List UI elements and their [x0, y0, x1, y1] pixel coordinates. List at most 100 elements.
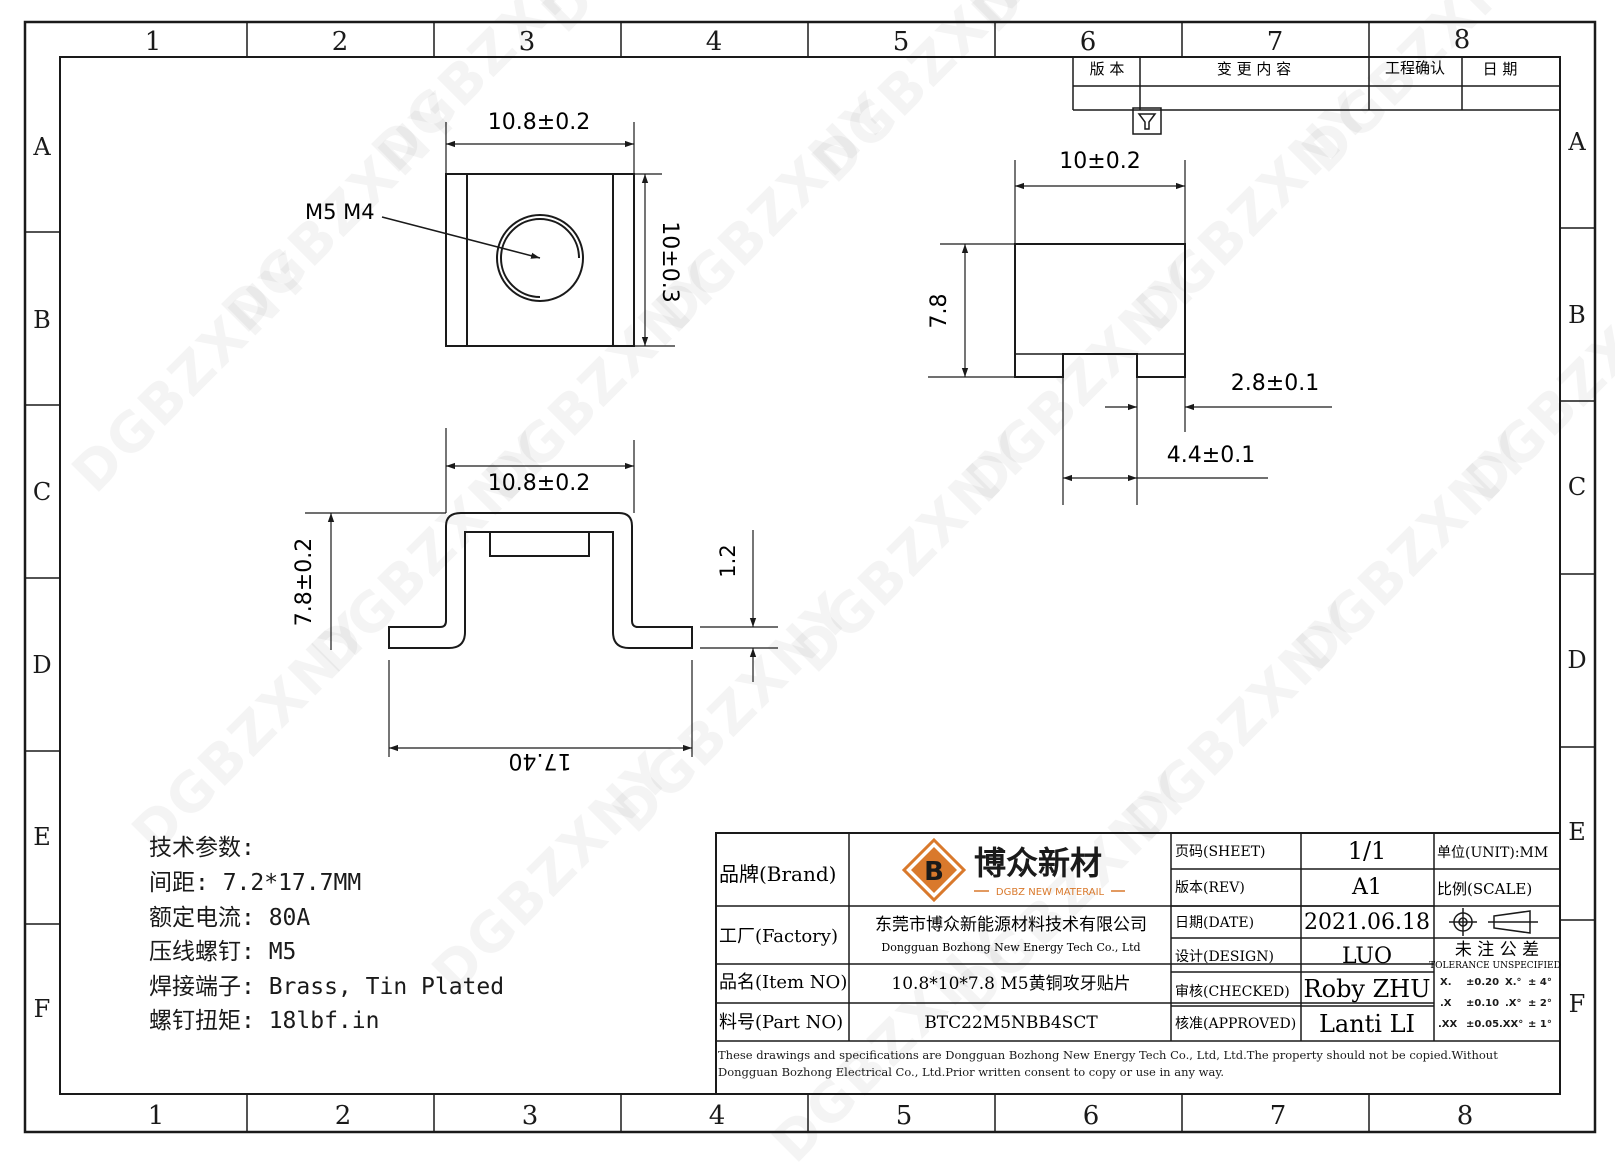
checked-label: 审核(CHECKED)	[1175, 984, 1290, 1000]
item-label: 品名(Item NO)	[719, 972, 847, 993]
logo-cn: 博众新材	[974, 844, 1102, 882]
spec-line: 螺钉扭矩: 18lbf.in	[149, 1008, 379, 1034]
row-label-B: B	[1568, 301, 1586, 329]
col-label-2: 2	[335, 1101, 352, 1131]
tolerance-cell: X.°	[1505, 977, 1522, 988]
part-label: 料号(Part NO)	[719, 1012, 843, 1033]
col-label-6: 6	[1080, 27, 1097, 57]
front-thickness-label: 1.2	[716, 544, 740, 577]
front-length-dimension	[388, 660, 693, 757]
side-slot-dimension	[1105, 377, 1332, 505]
tolerance-cell: ± 2°	[1528, 998, 1552, 1009]
top-width-dimension	[445, 122, 635, 174]
col-label-7: 7	[1270, 1101, 1287, 1131]
part-value: BTC22M5NBB4SCT	[924, 1013, 1098, 1033]
side-offset-label: 4.4±0.1	[1167, 443, 1255, 468]
tolerance-cell: .X°	[1505, 998, 1522, 1009]
column-labels-bottom: 1 2 3 4 5 6 7 8	[148, 1101, 1474, 1131]
rev-label: 版本(REV)	[1175, 880, 1245, 896]
row-labels-left: A B C D E F	[32, 133, 51, 1023]
revision-block: 版 本 变 更 内 容 工程确认 日 期	[1072, 57, 1560, 135]
front-thickness-dimension	[700, 530, 778, 682]
col-label-1: 1	[145, 27, 162, 57]
technical-specs: 技术参数: 间距: 7.2*17.7MM 额定电流: 80A 压线螺钉: M5 …	[149, 835, 504, 1034]
col-label-8: 8	[1454, 25, 1471, 55]
side-height-dimension	[928, 243, 1015, 378]
scale-label: 比例(SCALE)	[1437, 880, 1532, 898]
row-label-F: F	[34, 995, 51, 1023]
company-logo-icon: B	[901, 837, 967, 903]
tolerance-cell: X.	[1440, 977, 1452, 988]
row-label-C: C	[1568, 473, 1586, 501]
row-label-D: D	[1567, 646, 1586, 674]
thread-leader-line	[381, 216, 541, 259]
col-label-2: 2	[332, 27, 349, 57]
col-label-3: 3	[522, 1101, 539, 1131]
sheet-value: 1/1	[1348, 837, 1387, 865]
tolerance-subtitle: TOLERANCE UNSPECIFIED	[1429, 961, 1561, 971]
side-width-dimension	[1014, 160, 1186, 244]
side-view-outline	[1014, 243, 1186, 378]
col-label-4: 4	[709, 1101, 726, 1131]
specs-title: 技术参数:	[149, 835, 255, 861]
tolerance-table: X. ±0.20 X.° ± 4° .X ±0.10 .X° ± 2° .XX …	[1438, 977, 1552, 1030]
unit-label: 单位(UNIT):MM	[1437, 845, 1548, 861]
rev-change-label: 变 更 内 容	[1217, 60, 1291, 78]
approved-value: Lanti LI	[1319, 1010, 1415, 1038]
factory-label: 工厂(Factory)	[719, 926, 838, 947]
row-label-E: E	[33, 823, 51, 851]
projection-symbol-icon	[1132, 107, 1162, 135]
svg-text:B: B	[924, 857, 944, 887]
spec-line: 焊接端子: Brass, Tin Plated	[149, 974, 504, 1000]
col-label-4: 4	[706, 27, 723, 57]
side-slot-label: 2.8±0.1	[1231, 371, 1319, 396]
design-label: 设计(DESIGN)	[1175, 949, 1274, 965]
thread-label: M5 M4	[305, 200, 375, 224]
front-height-label: 7.8±0.2	[292, 538, 317, 626]
row-labels-right: A B C D E F	[1567, 128, 1586, 1018]
top-height-dimension	[634, 173, 675, 347]
col-label-5: 5	[896, 1101, 913, 1131]
top-view: 10.8±0.2 10±0.3 M5 M4	[305, 110, 682, 347]
date-label: 日期(DATE)	[1175, 915, 1254, 931]
col-label-7: 7	[1267, 27, 1284, 57]
tolerance-cell: ±0.05	[1466, 1019, 1499, 1030]
title-block: 品牌(Brand) 工厂(Factory) 品名(Item NO) 料号(Par…	[715, 832, 1561, 1095]
col-label-8: 8	[1457, 1101, 1474, 1131]
tolerance-cell: ± 4°	[1528, 977, 1552, 988]
rev-date-label: 日 期	[1483, 60, 1518, 78]
row-label-F: F	[1569, 990, 1586, 1018]
rev-version-label: 版 本	[1090, 60, 1125, 78]
top-view-outline	[445, 173, 635, 347]
front-width-dimension	[445, 428, 635, 513]
design-value: LUO	[1342, 944, 1392, 969]
front-height-dimension	[305, 512, 446, 650]
col-label-5: 5	[893, 27, 910, 57]
zone-ticks	[25, 22, 1595, 1132]
sheet-label: 页码(SHEET)	[1175, 844, 1266, 860]
row-label-A: A	[1567, 128, 1586, 156]
tolerance-cell: .XX°	[1499, 1019, 1523, 1030]
row-label-E: E	[1568, 818, 1586, 846]
side-width-label: 10±0.2	[1059, 149, 1140, 174]
factory-en: Dongguan Bozhong New Energy Tech Co., Lt…	[881, 941, 1140, 954]
side-offset-dimension	[1062, 377, 1268, 505]
spec-line: 额定电流: 80A	[149, 905, 310, 931]
spec-line: 压线螺钉: M5	[149, 939, 296, 965]
factory-cn: 东莞市博众新能源材料技术有限公司	[875, 915, 1147, 935]
tolerance-cell: .X	[1440, 998, 1452, 1009]
top-height-label: 10±0.3	[657, 221, 682, 302]
rev-eng-confirm-label: 工程确认	[1385, 59, 1445, 77]
checked-value: Roby ZHU	[1304, 975, 1431, 1003]
front-view: 10.8±0.2 7.8±0.2 1.2 17.40	[292, 428, 778, 773]
logo-en: DGBZ NEW MATERAIL	[996, 887, 1105, 898]
tolerance-cell: ± 1°	[1528, 1019, 1552, 1030]
col-label-3: 3	[519, 27, 536, 57]
spec-line: 间距: 7.2*17.7MM	[149, 870, 361, 896]
approved-label: 核准(APPROVED)	[1175, 1016, 1296, 1032]
tolerance-cell: .XX	[1438, 1019, 1458, 1030]
tolerance-cell: ±0.10	[1466, 998, 1499, 1009]
rev-value: A1	[1351, 875, 1382, 900]
side-height-label: 7.8	[927, 294, 952, 329]
